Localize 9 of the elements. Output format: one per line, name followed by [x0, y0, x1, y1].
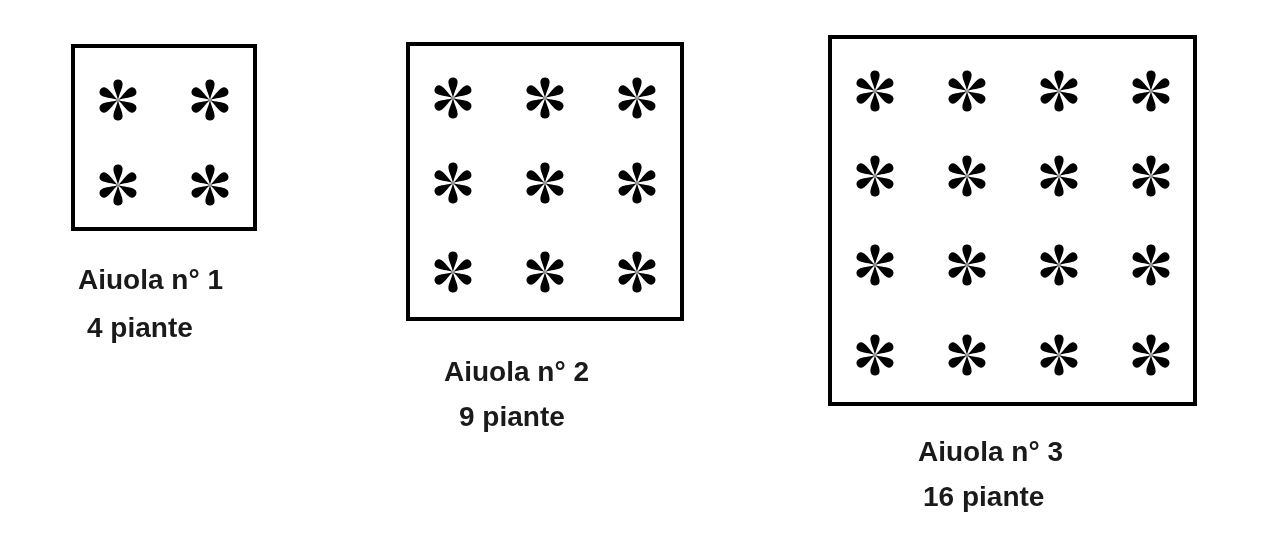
- plant-count-caption: 4 piante: [87, 312, 193, 344]
- bed-caption: Aiuola n° 3: [918, 436, 1063, 468]
- flower-bed-box: [406, 42, 684, 321]
- plant-count-caption: 9 piante: [459, 401, 565, 433]
- flower-bed-box: [71, 44, 257, 231]
- plant-count-caption: 16 piante: [923, 481, 1045, 513]
- bed-caption: Aiuola n° 2: [444, 356, 589, 388]
- bed-caption: Aiuola n° 1: [78, 264, 223, 296]
- flower-bed-box: [828, 35, 1197, 406]
